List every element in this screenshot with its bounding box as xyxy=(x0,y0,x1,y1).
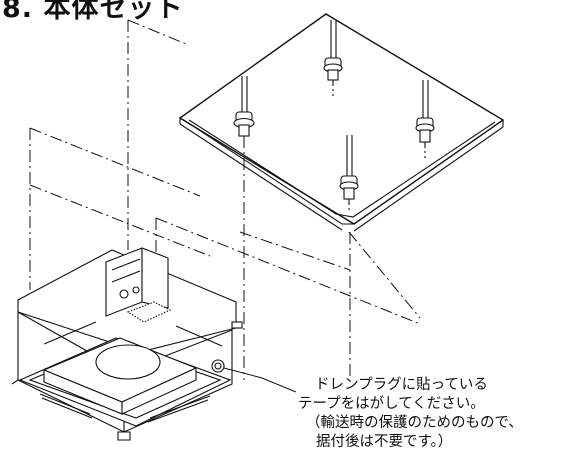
note-line: 据付後は不要です。） xyxy=(316,434,453,450)
section-title: 8. 本体セット xyxy=(2,0,184,24)
note-line: ドレンプラグに貼っている xyxy=(315,377,488,393)
hanging-bolt-front xyxy=(339,135,359,210)
hanging-bolt-right xyxy=(415,80,435,158)
note-line: テープをはがしてください。 xyxy=(298,396,485,412)
drain-plug-note: ドレンプラグに貼っている テープをはがしてください。 （輸送時の保護のためのもの… xyxy=(298,376,523,452)
note-leader-line xyxy=(223,367,297,393)
indoor-unit xyxy=(11,247,243,441)
note-line: （輸送時の保護のためのもので、 xyxy=(306,415,523,431)
alignment-lines xyxy=(29,19,421,380)
hanging-bolt-top xyxy=(323,20,343,96)
ceiling-board xyxy=(178,13,505,232)
